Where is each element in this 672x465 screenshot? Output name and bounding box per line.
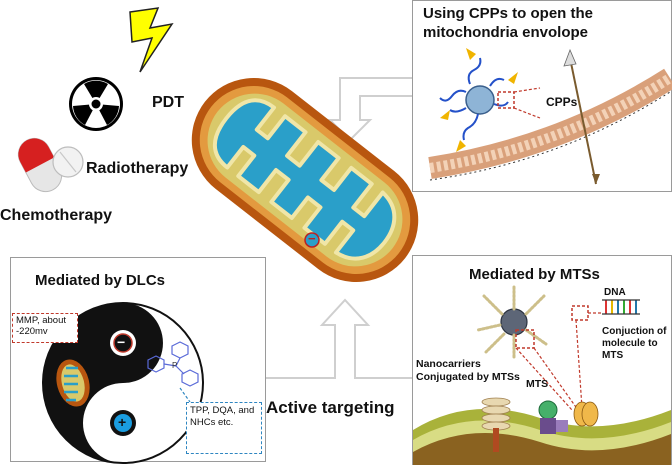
negative-charge-icon: [304, 232, 320, 248]
mts-title: Mediated by MTSs: [469, 266, 600, 283]
cpps-label: CPPs: [546, 95, 578, 109]
dna-label: DNA: [604, 287, 626, 298]
mts-label: MTS: [526, 378, 549, 390]
chemotherapy-label: Chemotherapy: [0, 207, 113, 224]
tpp-label: TPP, DQA, and NHCs etc.: [186, 402, 262, 454]
dlcs-title: Mediated by DLCs: [35, 272, 166, 289]
conjunction-label: Conjuction of molecule to MTS: [602, 326, 667, 361]
cpps-title-line2: mitochondria envolope: [423, 24, 589, 41]
pdt-label: PDT: [152, 94, 184, 111]
cpps-title-line1: Using CPPs to open the: [423, 5, 594, 22]
dlcs-minus-symbol: −: [117, 334, 126, 350]
mmp-label: MMP, about -220mv: [12, 313, 78, 343]
active-targeting-label: Active targeting: [266, 398, 395, 417]
svg-text:P: P: [172, 361, 177, 370]
nanocarriers-label: Nanocarriers Conjugated by MTSs: [416, 358, 520, 383]
radiotherapy-label: Radiotherapy: [86, 160, 189, 177]
mito-minus-symbol: −: [308, 231, 316, 246]
dlcs-plus-symbol: +: [118, 414, 127, 430]
